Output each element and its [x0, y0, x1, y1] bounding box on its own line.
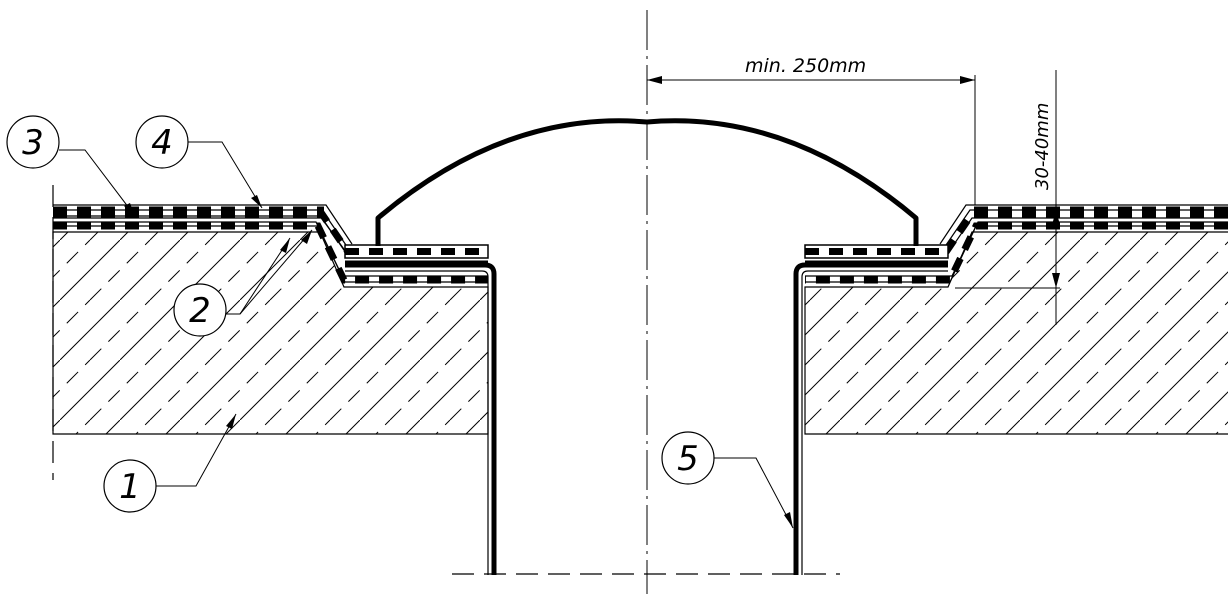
callout-3-label: 3 [22, 123, 44, 163]
dimension-30-40mm-label: 30-40mm [1032, 103, 1053, 190]
right-flange [804, 244, 949, 264]
dome-cap [375, 118, 919, 246]
left-flange [344, 244, 489, 264]
callout-1: 1 [103, 413, 237, 513]
left-slab [52, 231, 489, 435]
right-slab [804, 231, 1228, 435]
callout-2: 2 [173, 229, 313, 337]
callout-1-label: 1 [119, 467, 141, 507]
left-membranes [53, 204, 488, 284]
callout-2-label: 2 [189, 291, 211, 331]
callout-5: 5 [661, 431, 794, 529]
dimension-horizontal: min. 250mm [647, 55, 976, 205]
callout-4-label: 4 [151, 123, 173, 163]
callout-5-label: 5 [677, 439, 699, 479]
callout-3: 3 [6, 115, 136, 217]
callout-4: 4 [135, 115, 263, 209]
dimension-min-250mm-label: min. 250mm [745, 55, 866, 77]
dimension-vertical: 30-40mm [955, 70, 1060, 325]
